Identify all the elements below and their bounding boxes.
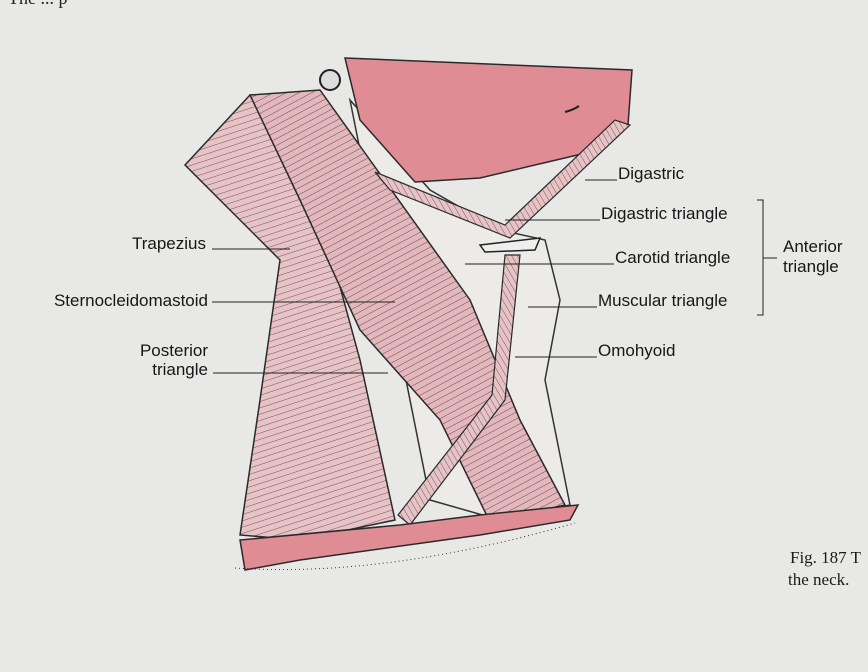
label-omohyoid: Omohyoid (598, 341, 676, 360)
label-trapezius: Trapezius (131, 234, 206, 253)
hyoid (478, 237, 542, 253)
page-top-text: The ... p (8, 0, 67, 9)
digastric-muscle (374, 119, 632, 239)
mastoid (319, 69, 341, 91)
label-posterior-triangle-2: triangle (152, 360, 208, 379)
caption-line-1: Fig. 187 T (790, 548, 862, 567)
label-carotid-triangle: Carotid triangle (615, 248, 731, 267)
label-posterior-triangle-1: Posterior (139, 341, 208, 360)
label-muscular-triangle: Muscular triangle (598, 291, 728, 310)
label-anterior-triangle-2: triangle (783, 257, 839, 276)
leader-lines (212, 179, 777, 374)
label-sternocleidomastoid: Sternocleidomastoid (53, 291, 208, 310)
label-digastric: Digastric (618, 164, 685, 183)
label-digastric-triangle: Digastric triangle (601, 204, 728, 223)
label-anterior-triangle-1: Anterior (783, 237, 843, 256)
clavicle (239, 504, 580, 571)
caption-line-2: the neck. (788, 570, 850, 589)
mandible (344, 57, 633, 183)
